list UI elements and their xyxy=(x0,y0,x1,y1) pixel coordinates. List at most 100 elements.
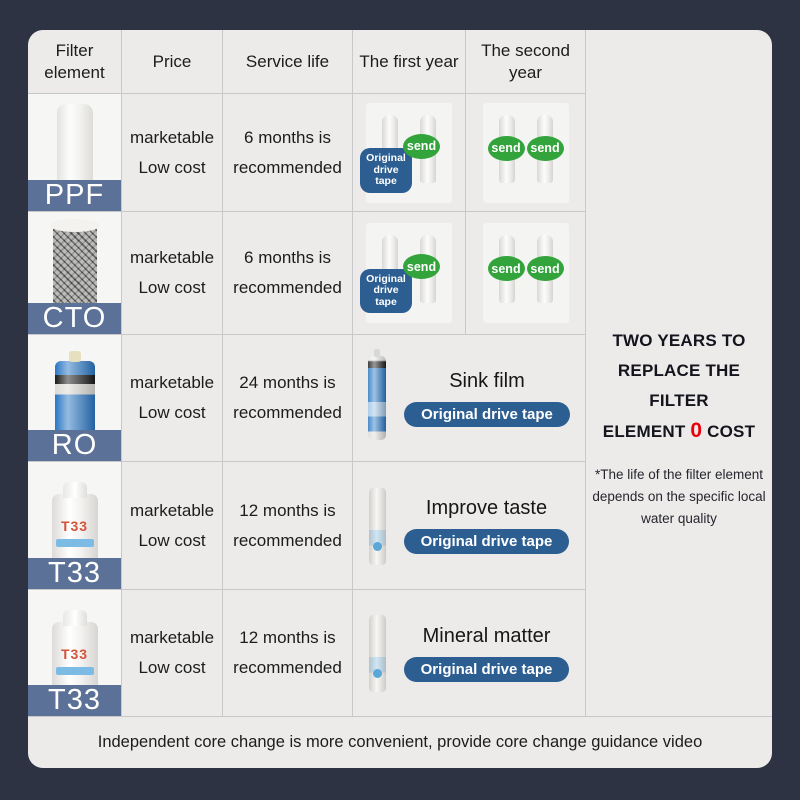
filter-pair-image: send send xyxy=(487,114,564,183)
row-label-ppf: PPF xyxy=(28,180,121,211)
benefit-label: Mineral matter xyxy=(422,624,551,647)
cell-t33a-service: 12 months is recommended xyxy=(223,462,353,590)
service-line: recommended xyxy=(233,157,342,177)
t33-stripe xyxy=(55,666,94,675)
badge-line: tape xyxy=(375,295,397,308)
cell-ppf-image: PPF xyxy=(28,94,122,212)
cell-ppf-price: marketable Low cost xyxy=(122,94,223,212)
header-label: The first year xyxy=(359,51,459,71)
service-line: 12 months is xyxy=(239,500,336,520)
badge-line: drive xyxy=(373,163,399,176)
headline-line1: TWO YEARS TO xyxy=(612,331,746,350)
cell-ro-both-years: Sink film Original drive tape xyxy=(353,335,586,462)
header-service-life: Service life xyxy=(223,30,353,94)
badge-line: Original xyxy=(366,152,406,164)
note-line3: water quality xyxy=(641,511,717,526)
row-label-cto: CTO xyxy=(28,303,121,334)
cell-t33b-service: 12 months is recommended xyxy=(223,590,353,717)
price-line: marketable xyxy=(129,628,215,647)
t33-stripe xyxy=(55,538,94,547)
price-line: Low cost xyxy=(138,278,206,297)
note-line2: depends on the specific local xyxy=(592,489,766,504)
side-panel: TWO YEARS TO REPLACE THE FILTER ELEMENT … xyxy=(586,30,772,717)
cell-ro-image: RO xyxy=(28,335,122,462)
original-drive-tape-pill: Original drive tape xyxy=(404,401,570,427)
header-label: Service life xyxy=(245,51,330,71)
send-badge: send xyxy=(487,256,525,281)
cell-ro-service: 24 months is recommended xyxy=(223,335,353,462)
price-line: marketable xyxy=(129,248,215,267)
price-line: marketable xyxy=(129,127,215,147)
header-price: Price xyxy=(122,30,223,94)
ro-slim-filter-image xyxy=(368,349,387,440)
year1-photo: Original drive tape send xyxy=(360,223,452,323)
original-drive-tape-badge: Original drive tape xyxy=(360,148,412,193)
t33-slim-filter-image xyxy=(368,608,386,692)
service-line: recommended xyxy=(233,403,342,422)
header-label: The second year xyxy=(481,40,570,82)
price-line: marketable xyxy=(129,500,215,520)
note-line1: *The life of the filter element xyxy=(594,467,764,482)
header-second-year: The second year xyxy=(466,30,586,94)
ppf-filter-image xyxy=(56,104,93,184)
cell-t33b-image: T33 T33 xyxy=(28,590,122,717)
cto-filter-image xyxy=(49,219,100,308)
badge-line: drive xyxy=(373,284,399,296)
year2-photo: send send xyxy=(482,102,569,203)
t33-body-mark: T33 xyxy=(60,645,89,662)
send-badge: send xyxy=(526,135,564,161)
cell-t33a-image: T33 T33 xyxy=(28,462,122,590)
service-line: recommended xyxy=(233,278,342,297)
service-line: 6 months is xyxy=(244,127,331,147)
zero-cost-highlight: 0 xyxy=(690,419,703,442)
row-label-t33b: T33 xyxy=(28,685,121,716)
price-line: Low cost xyxy=(138,403,206,422)
filter-pair-image: send send xyxy=(487,235,564,303)
cell-t33b-price: marketable Low cost xyxy=(122,590,223,717)
headline-line3-post: COST xyxy=(702,422,756,441)
service-line: 6 months is xyxy=(244,248,331,267)
price-line: Low cost xyxy=(138,530,206,550)
t33-body-mark: T33 xyxy=(60,517,89,534)
cell-cto-price: marketable Low cost xyxy=(122,212,223,335)
header-label: Filter element xyxy=(44,40,105,82)
cell-ppf-year1: Original drive tape send xyxy=(353,94,466,212)
badge-line: tape xyxy=(375,175,397,187)
footer-caption: Independent core change is more convenie… xyxy=(97,733,703,751)
t33-filter-image: T33 xyxy=(51,482,98,570)
service-line: 24 months is xyxy=(239,373,336,392)
header-filter-element: Filter element xyxy=(28,30,122,94)
original-drive-tape-badge: Original drive tape xyxy=(360,268,412,313)
headline-line3-pre: ELEMENT xyxy=(602,422,691,441)
original-drive-tape-pill: Original drive tape xyxy=(403,656,570,682)
filter-pair-image: Original drive tape send xyxy=(360,235,440,313)
price-line: Low cost xyxy=(138,658,206,677)
benefit-label: Sink film xyxy=(449,369,525,392)
cell-ro-price: marketable Low cost xyxy=(122,335,223,462)
row-label-t33a: T33 xyxy=(28,558,121,589)
year2-photo: send send xyxy=(482,223,569,323)
send-badge: send xyxy=(526,256,564,281)
cell-cto-year2: send send xyxy=(466,212,586,335)
side-headline: TWO YEARS TO REPLACE THE FILTER ELEMENT … xyxy=(586,326,772,447)
send-badge: send xyxy=(403,254,440,279)
original-drive-tape-pill: Original drive tape xyxy=(403,529,570,554)
cell-t33a-both-years: Improve taste Original drive tape xyxy=(353,462,586,590)
cell-ppf-year2: send send xyxy=(466,94,586,212)
filter-pair-image: Original drive tape send xyxy=(360,114,440,193)
service-line: 12 months is xyxy=(239,628,336,647)
benefit-label: Improve taste xyxy=(425,497,548,519)
headline-line3: ELEMENT 0 COST xyxy=(586,416,772,447)
service-line: recommended xyxy=(233,658,342,677)
send-badge: send xyxy=(403,133,440,159)
header-label: Price xyxy=(152,51,192,71)
header-first-year: The first year xyxy=(353,30,466,94)
price-line: Low cost xyxy=(138,157,206,177)
year1-photo: Original drive tape send xyxy=(360,102,452,203)
cell-cto-image: CTO xyxy=(28,212,122,335)
cell-t33b-both-years: Mineral matter Original drive tape xyxy=(353,590,586,717)
send-badge: send xyxy=(487,135,525,161)
cell-cto-year1: Original drive tape send xyxy=(353,212,466,335)
cell-cto-service: 6 months is recommended xyxy=(223,212,353,335)
badge-line: Original xyxy=(366,272,406,285)
